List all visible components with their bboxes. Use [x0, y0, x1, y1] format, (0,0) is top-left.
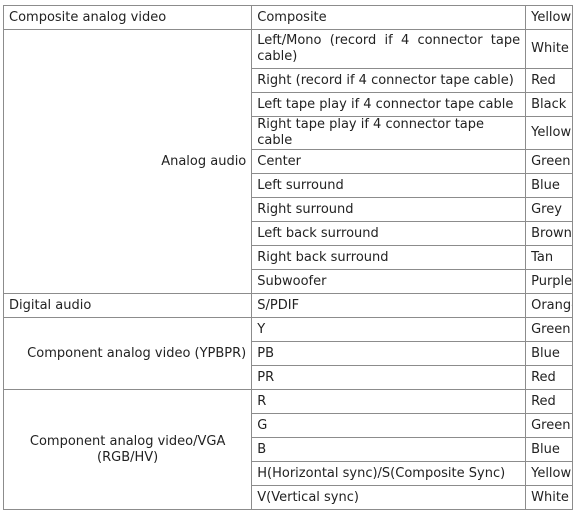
signal-cell: V(Vertical sync) [251, 485, 527, 510]
signal-cell: Y [251, 317, 527, 342]
signal-cell: Right (record if 4 connector tape cable) [251, 68, 527, 93]
signal-cell: Right back surround [251, 245, 527, 270]
table-row: Composite analog video Composite Yellow [2, 5, 573, 30]
color-cell: White [525, 29, 573, 69]
color-cell: White [525, 485, 573, 510]
group-digital-audio: Digital audio [2, 293, 253, 318]
table-row: G Green [4, 413, 573, 438]
signal-cell: Right tape play if 4 connector tape cabl… [251, 116, 527, 150]
table-row: Right back surround Tan [4, 245, 573, 270]
color-cell: Blue [525, 341, 573, 366]
color-cell: Brown [525, 221, 573, 246]
signal-cell: PB [251, 341, 527, 366]
signal-cell: Right surround [251, 197, 527, 222]
signal-cell: G [251, 413, 527, 438]
color-cell: Yellow [525, 116, 573, 150]
signal-cell: H(Horizontal sync)/S(Composite Sync) [251, 461, 527, 486]
color-cell: Black [525, 92, 573, 117]
table-row: H(Horizontal sync)/S(Composite Sync) Yel… [4, 461, 573, 486]
table-row: Analog audio Left/Mono (record if 4 conn… [2, 29, 573, 294]
group-composite-analog-video: Composite analog video [2, 5, 253, 30]
table-row: Center Green [4, 149, 573, 174]
signal-cell: Left surround [251, 173, 527, 198]
signal-cell: Left back surround [251, 221, 527, 246]
table-row: Component analog video (YPBPR) Y Green [2, 317, 573, 390]
signal-cell: B [251, 437, 527, 462]
table-row: Subwoofer Purple [4, 269, 573, 294]
table-row: PB Blue [4, 341, 573, 366]
table-row: V(Vertical sync) White [4, 485, 573, 510]
color-cell: Red [525, 365, 573, 390]
color-cell: Blue [525, 437, 573, 462]
group-component-analog-video-vga: Component analog video/VGA (RGB/HV) [2, 389, 253, 510]
color-cell: Blue [525, 173, 573, 198]
color-cell: Orange [525, 293, 573, 318]
color-cell: Red [525, 389, 573, 414]
table-row: Right surround Grey [4, 197, 573, 222]
signal-cell: Left tape play if 4 connector tape cable [251, 92, 527, 117]
signal-cell: Center [251, 149, 527, 174]
color-cell: Tan [525, 245, 573, 270]
table-row: Digital audio S/PDIF Orange [2, 293, 573, 318]
signal-cell: S/PDIF [251, 293, 527, 318]
signal-cell: Left/Mono (record if 4 connector tape ca… [251, 29, 527, 69]
color-cell: Red [525, 68, 573, 93]
signal-cell: R [251, 389, 527, 414]
group-component-analog-video-ypbpr: Component analog video (YPBPR) [2, 317, 253, 390]
color-cell: Green [525, 317, 573, 342]
color-cell: Yellow [525, 5, 573, 30]
color-cell: Yellow [525, 461, 573, 486]
table-row: Component analog video/VGA (RGB/HV) R Re… [2, 389, 573, 510]
color-cell: Green [525, 413, 573, 438]
connector-color-table: Composite analog video Composite Yellow … [2, 5, 573, 510]
color-cell: Green [525, 149, 573, 174]
signal-cell: Composite [251, 5, 527, 30]
table-row: Right (record if 4 connector tape cable)… [4, 68, 573, 93]
signal-cell: PR [251, 365, 527, 390]
signal-cell: Subwoofer [251, 269, 527, 294]
color-cell: Purple [525, 269, 573, 294]
table-row: Right tape play if 4 connector tape cabl… [4, 116, 573, 150]
color-cell: Grey [525, 197, 573, 222]
group-analog-audio: Analog audio [2, 29, 253, 294]
